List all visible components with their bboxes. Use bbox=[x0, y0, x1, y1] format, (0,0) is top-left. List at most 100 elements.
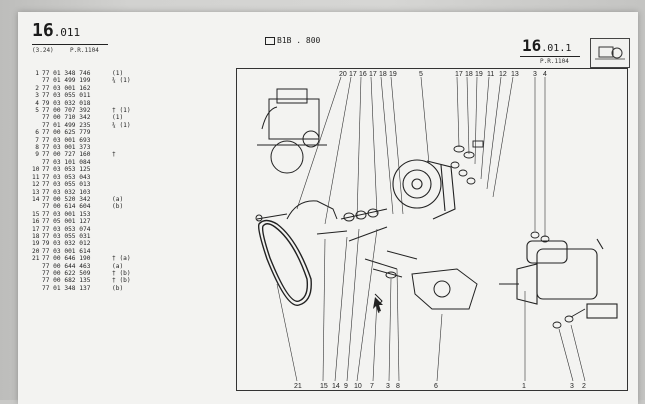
part-note bbox=[112, 218, 132, 225]
center-code-text: B1B . 800 bbox=[277, 36, 321, 45]
part-index: 12 bbox=[32, 181, 40, 189]
part-number: 77 03 053 043 bbox=[42, 173, 91, 181]
part-index bbox=[32, 159, 39, 166]
part-note: † (b) bbox=[112, 269, 131, 277]
engine-symbol-icon bbox=[265, 36, 275, 45]
right-page-minor: .01.1 bbox=[541, 43, 572, 54]
callout-top: 4 bbox=[543, 71, 547, 78]
part-note bbox=[112, 137, 132, 144]
part-number: 77 03 001 373 bbox=[42, 144, 91, 152]
part-number: 77 03 053 125 bbox=[42, 166, 91, 174]
part-index: 16 bbox=[32, 218, 40, 226]
callout-top: 5 bbox=[419, 71, 423, 78]
parts-row: 77 00 682 135 † (b) bbox=[32, 277, 132, 284]
part-index: 5 bbox=[35, 107, 39, 115]
washer-group-starter bbox=[530, 231, 586, 329]
part-note bbox=[112, 100, 132, 107]
leader-lines-bottom bbox=[276, 228, 586, 382]
part-number: 77 03 001 162 bbox=[42, 84, 91, 92]
part-number: 77 00 622 509 bbox=[42, 269, 91, 277]
callout-top: 17 bbox=[369, 71, 377, 78]
part-note: † (1) bbox=[112, 107, 131, 115]
left-page-sub: (3.24) bbox=[32, 47, 54, 54]
part-number: 77 00 644 463 bbox=[42, 262, 91, 270]
part-note bbox=[112, 240, 132, 247]
part-note: † (b) bbox=[112, 277, 131, 285]
part-note: (1) bbox=[112, 70, 124, 77]
part-number: 79 03 032 018 bbox=[42, 99, 91, 107]
part-number: 77 03 053 074 bbox=[42, 225, 91, 233]
part-number: 77 03 001 693 bbox=[42, 136, 91, 144]
part-index: 18 bbox=[32, 232, 40, 240]
left-page-major: 16 bbox=[32, 20, 54, 41]
part-index bbox=[32, 270, 39, 277]
part-index: 6 bbox=[35, 129, 39, 137]
parts-row: 77 00 622 509 † (b) bbox=[32, 270, 132, 277]
callout-bottom: 3 bbox=[570, 383, 574, 390]
part-number: 77 00 682 135 bbox=[42, 277, 91, 285]
part-note: (1) bbox=[112, 114, 124, 122]
callout-top: 19 bbox=[475, 71, 483, 78]
lower-bracket-drawing bbox=[364, 250, 478, 314]
center-model-code: B1B . 800 bbox=[265, 36, 320, 45]
part-note: † bbox=[112, 151, 116, 159]
part-index: 17 bbox=[32, 225, 40, 233]
part-note: ¾ (1) bbox=[112, 77, 131, 85]
part-index: 2 bbox=[35, 84, 39, 92]
part-number: 77 00 625 779 bbox=[42, 129, 91, 137]
part-index bbox=[32, 285, 39, 292]
callout-bottom: 10 bbox=[354, 383, 362, 390]
callout-bottom: 7 bbox=[370, 383, 374, 390]
pointer-arrow-icon bbox=[373, 297, 383, 312]
washer-group-upper bbox=[450, 140, 484, 185]
callout-top: 12 bbox=[499, 71, 507, 78]
callout-bottom: 14 bbox=[332, 383, 340, 390]
part-number: 77 03 101 084 bbox=[42, 158, 91, 166]
part-index: 1 bbox=[35, 70, 39, 77]
bracket-drawing bbox=[255, 200, 388, 242]
callout-bottom: 2 bbox=[582, 383, 586, 390]
part-number: 77 00 707 392 bbox=[42, 107, 91, 115]
part-number: 77 00 646 190 bbox=[42, 255, 91, 263]
part-number: 77 00 614 604 bbox=[42, 203, 91, 211]
callout-bottom: 8 bbox=[396, 383, 400, 390]
part-number: 77 05 001 127 bbox=[42, 218, 91, 226]
callout-top: 17 bbox=[349, 71, 357, 78]
callout-bottom: 9 bbox=[344, 383, 348, 390]
part-note bbox=[112, 174, 132, 181]
part-index: 4 bbox=[35, 99, 39, 107]
part-number: 77 00 710 342 bbox=[42, 114, 91, 122]
part-index: 21 bbox=[32, 255, 40, 263]
part-index: 20 bbox=[32, 247, 40, 255]
callout-bottom: 1 bbox=[522, 383, 526, 390]
callout-bottom: 15 bbox=[320, 383, 328, 390]
alternator-drawing bbox=[392, 159, 456, 220]
part-index: 8 bbox=[35, 144, 39, 152]
parts-row: 77 00 614 604(b) bbox=[32, 203, 132, 210]
left-page-number: 16.011 bbox=[32, 20, 80, 41]
part-note bbox=[112, 248, 132, 255]
part-note: (a) bbox=[112, 195, 124, 203]
part-note bbox=[112, 85, 132, 92]
part-index: 15 bbox=[32, 210, 40, 218]
part-number: 77 00 520 342 bbox=[42, 195, 91, 203]
part-index: 14 bbox=[32, 195, 40, 203]
part-index: 7 bbox=[35, 136, 39, 144]
right-header-rule bbox=[520, 56, 580, 57]
part-index: 19 bbox=[32, 240, 40, 248]
part-number: 77 00 727 160 bbox=[42, 151, 91, 159]
